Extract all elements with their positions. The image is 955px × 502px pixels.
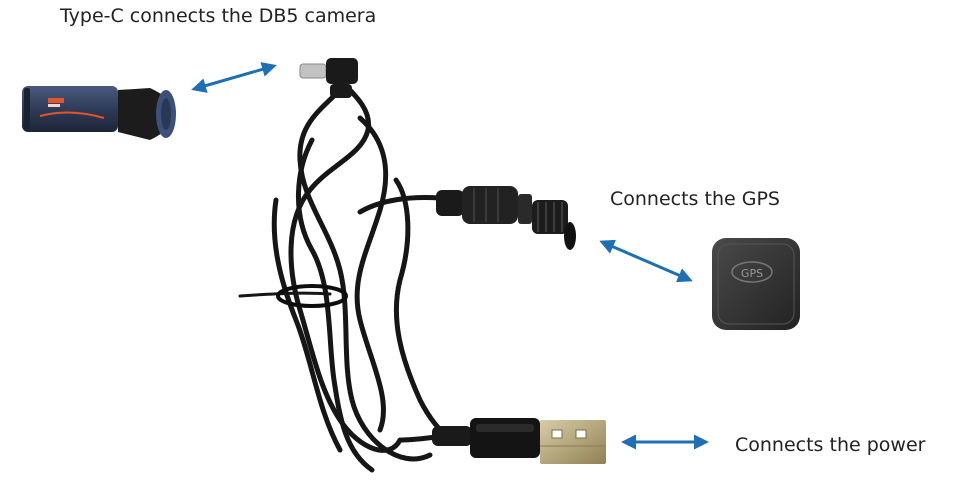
gps-module-text: GPS (741, 267, 763, 280)
label-power: Connects the power (735, 434, 926, 456)
gps-module-icon: GPS (712, 238, 800, 330)
usb-a-plug-icon (432, 418, 606, 464)
usb-c-plug-icon (299, 58, 358, 98)
label-gps: Connects the GPS (610, 188, 780, 210)
label-camera: Type-C connects the DB5 camera (60, 5, 377, 27)
cable-coil (238, 75, 465, 473)
cable-tie (276, 284, 348, 308)
double-arrow-icon (191, 62, 277, 93)
round-connector-icon (436, 186, 576, 250)
double-arrow-icon (599, 239, 693, 283)
dashcam-camera-icon (22, 86, 176, 140)
